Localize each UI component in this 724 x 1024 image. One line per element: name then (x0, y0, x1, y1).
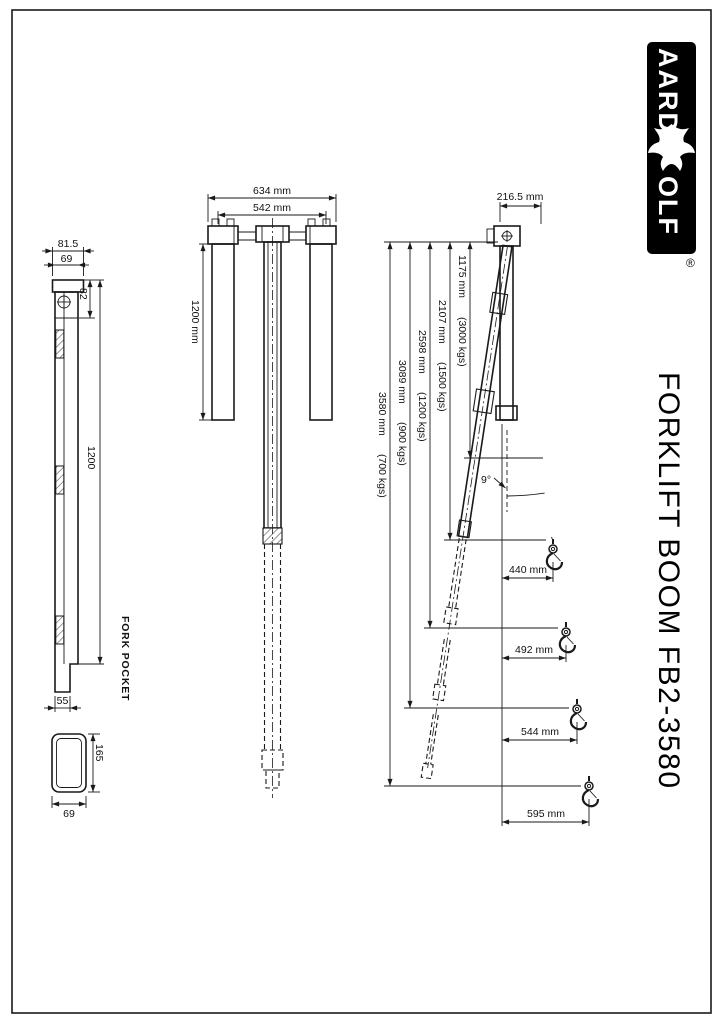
hook-icon (581, 774, 600, 808)
plan-view: 634 mm 542 mm 1200 mm (189, 185, 337, 798)
wolf-icon (648, 124, 695, 171)
dim-pocket-length: 1200 (85, 446, 97, 470)
drawing-border (11, 9, 712, 1014)
dim-extension-0-length: 1175 mm (456, 255, 468, 298)
left-pocket (211, 243, 235, 421)
dim-extension-3-length: 3089 mm (396, 360, 408, 404)
dim-hook-reach-1: 492 mm (515, 644, 553, 656)
wear-pad (55, 329, 65, 359)
dim-plan-pocket-length: 1200 mm (189, 300, 201, 344)
hook-icon (569, 697, 588, 731)
telescopic-boom (420, 244, 513, 780)
aardwolf-logo: AARD OLF ® (647, 42, 696, 270)
dim-hook-reach-3: 595 mm (527, 808, 565, 820)
fork-pocket-side-view: 81.5 69 82 1200 55 (42, 238, 104, 712)
hook-icon (558, 620, 577, 654)
dim-section-height: 165 (93, 744, 105, 762)
dim-extension-3-capacity: (900 kgs) (396, 422, 408, 466)
right-pocket (309, 243, 333, 421)
dim-plan-outer-width: 634 mm (253, 185, 291, 197)
dim-extension-1-length: 2107 mm (436, 300, 448, 344)
dim-pocket-upper-height: 82 (77, 288, 89, 300)
dim-extension-2-capacity: (1200 kgs) (416, 392, 428, 442)
hook-icon (545, 537, 564, 571)
side-elevation-view: 216.5 mm 9° (376, 191, 600, 826)
dim-hook-reach-2: 544 mm (521, 726, 559, 738)
dim-extension-4-capacity: (700 kgs) (376, 454, 388, 498)
dim-pocket-top-inner-width: 69 (61, 253, 73, 265)
drawing-title: FORKLIFT BOOM FB2-3580 (652, 372, 685, 790)
dim-extension-4-length: 3580 mm (376, 392, 388, 436)
dim-extension-1-capacity: (1500 kgs) (436, 362, 448, 412)
dim-pocket-bottom-width: 55 (57, 695, 69, 707)
dim-hook-reach-0: 440 mm (509, 564, 547, 576)
wear-pad (55, 615, 65, 645)
boom-centerline (427, 246, 508, 769)
dim-section-width: 69 (63, 808, 75, 820)
dim-pocket-top-width: 81.5 (58, 238, 79, 250)
fork-pocket-section-view: 165 69 (51, 733, 105, 820)
fork-pocket-label: FORK POCKET (119, 616, 131, 701)
dim-extension-2-length: 2598 mm (416, 330, 428, 374)
dim-extension-0-capacity: (3000 kgs) (456, 317, 468, 367)
logo-text-top: AARD (653, 48, 683, 134)
dim-head-offset: 216.5 mm (497, 191, 544, 203)
dim-plan-inner-width: 542 mm (253, 202, 291, 214)
wear-pad (55, 465, 65, 495)
logo-text-bottom: OLF (653, 176, 683, 236)
dim-tilt-angle: 9° (481, 474, 491, 486)
registered-mark: ® (686, 256, 695, 270)
